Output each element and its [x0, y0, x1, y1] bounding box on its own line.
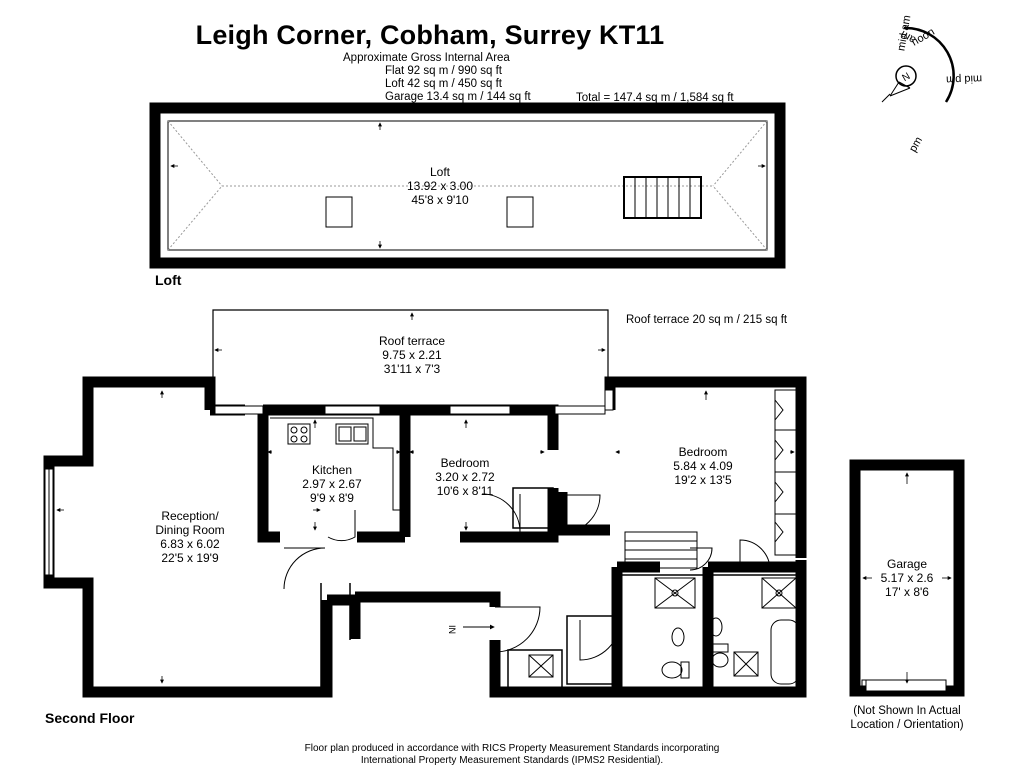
room-imperial: 19'2 x 13'5 — [674, 473, 732, 487]
room-label-kitchen: Kitchen 2.97 x 2.67 9'9 x 8'9 — [272, 463, 392, 505]
compass-icon: mid am noon mid pm pm am N — [881, 14, 982, 154]
room-metric: 6.83 x 6.02 — [160, 537, 220, 551]
floor-stairs — [624, 531, 698, 569]
total-area: Total = 147.4 sq m / 1,584 sq ft — [576, 92, 734, 104]
room-imperial: 9'9 x 8'9 — [310, 491, 354, 505]
doors — [283, 493, 771, 661]
room-name: Kitchen — [311, 463, 353, 477]
area-summary: Approximate Gross Internal Area Flat 92 … — [343, 52, 531, 104]
room-imperial: 10'6 x 8'11 — [436, 484, 494, 498]
room-imperial: 45'8 x 9'10 — [411, 193, 469, 207]
area-heading: Approximate Gross Internal Area — [343, 52, 510, 64]
room-name: Loft — [429, 165, 450, 179]
room-name: Reception/ — [161, 509, 219, 523]
room-metric: 3.20 x 2.72 — [435, 470, 495, 484]
roof-terrace-area: Roof terrace 20 sq m / 215 sq ft — [626, 314, 788, 326]
room-name-line2: Dining Room — [155, 523, 225, 537]
floor-label-second-floor: Second Floor — [45, 710, 135, 726]
footer-line2: International Property Measurement Stand… — [360, 755, 664, 766]
garage-plan — [849, 459, 965, 697]
room-metric: 2.97 x 2.67 — [302, 477, 362, 491]
compass-label: mid pm — [946, 72, 982, 85]
room-imperial: 31'11 x 7'3 — [383, 362, 441, 376]
loft-stairs — [623, 176, 702, 219]
room-name: Roof terrace — [378, 334, 446, 348]
garage-note: (Not Shown In Actual Location / Orientat… — [840, 704, 974, 732]
bathroom-fittings — [528, 577, 800, 685]
entrance-label: IN — [447, 625, 457, 634]
floor-label-loft: Loft — [155, 272, 182, 288]
room-metric: 13.92 x 3.00 — [406, 179, 474, 193]
room-metric: 5.17 x 2.6 — [880, 571, 934, 585]
loft-inner-line — [167, 120, 768, 251]
room-label-bedroom-2: Bedroom 3.20 x 2.72 10'6 x 8'11 — [405, 456, 525, 498]
kitchen-fittings — [270, 417, 405, 511]
room-label-reception: Reception/ Dining Room 6.83 x 6.02 22'5 … — [130, 509, 250, 565]
footer-disclaimer: Floor plan produced in accordance with R… — [0, 743, 1024, 767]
room-name: Bedroom — [440, 456, 490, 470]
room-label-roof-terrace: Roof terrace 9.75 x 2.21 31'11 x 7'3 — [352, 334, 472, 376]
room-imperial: 22'5 x 19'9 — [161, 551, 219, 565]
loft-outer-wall — [149, 102, 786, 269]
garage-note-line2: Location / Orientation) — [850, 719, 964, 731]
floor-dimension-arrows — [56, 390, 795, 684]
property-title: Leigh Corner, Cobham, Surrey KT11 — [195, 20, 665, 50]
room-imperial: 17' x 8'6 — [885, 585, 929, 599]
room-label-garage: Garage 5.17 x 2.6 17' x 8'6 — [857, 557, 957, 599]
wardrobes — [774, 389, 802, 556]
room-metric: 9.75 x 2.21 — [382, 348, 442, 362]
compass-north-label: N — [901, 71, 913, 84]
loft-skylight — [506, 196, 534, 228]
loft-plan — [149, 102, 786, 269]
area-line-garage: Garage 13.4 sq m / 144 sq ft — [385, 91, 531, 103]
compass-label: pm — [907, 135, 925, 154]
area-line-loft: Loft 42 sq m / 450 sq ft — [385, 78, 502, 90]
room-label-bedroom-1: Bedroom 5.84 x 4.09 19'2 x 13'5 — [643, 445, 763, 487]
loft-roof-lines — [167, 120, 768, 251]
loft-skylight — [325, 196, 353, 228]
garage-note-line1: (Not Shown In Actual — [853, 705, 961, 717]
roof-terrace-plan — [212, 309, 609, 410]
room-metric: 5.84 x 4.09 — [673, 459, 733, 473]
area-line-flat: Flat 92 sq m / 990 sq ft — [385, 65, 502, 77]
loft-dimension-arrows — [170, 122, 766, 249]
footer-line1: Floor plan produced in accordance with R… — [304, 743, 720, 754]
room-name: Bedroom — [678, 445, 728, 459]
room-name: Garage — [886, 557, 928, 571]
room-label-loft: Loft 13.92 x 3.00 45'8 x 9'10 — [380, 165, 500, 207]
